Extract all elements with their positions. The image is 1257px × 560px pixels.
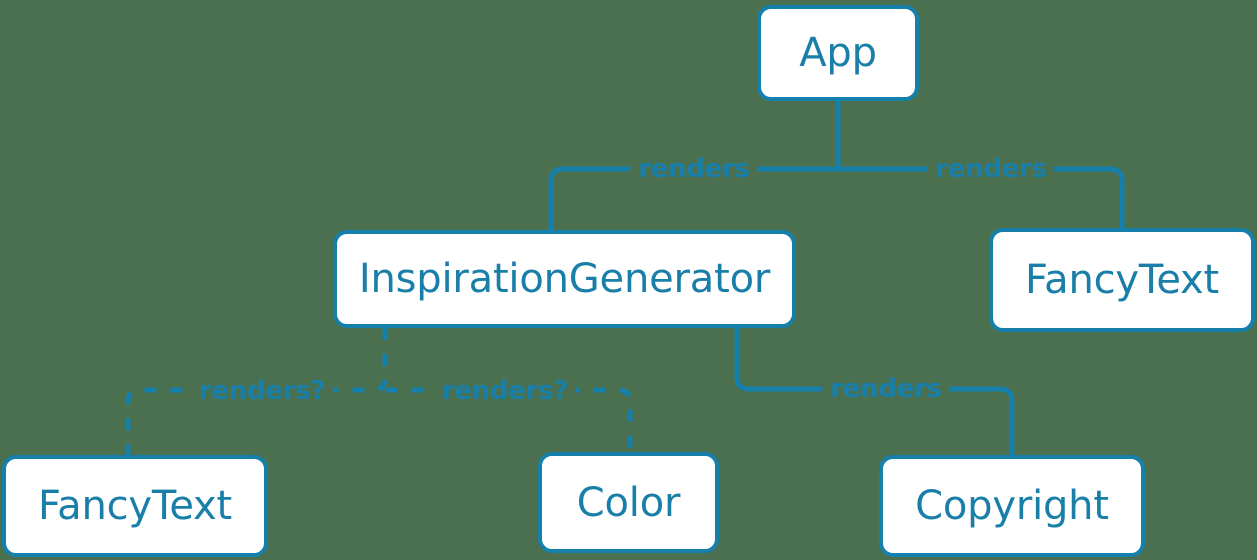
edge-label-app-to-fancytext-right: renders xyxy=(927,154,1055,184)
edge-app-to-fancytext-right xyxy=(835,166,1125,231)
node-inspiration-generator-label: InspirationGenerator xyxy=(358,256,771,302)
node-fancytext-left[interactable]: FancyText xyxy=(2,455,268,557)
edge-label-inspiration-to-color: renders? xyxy=(433,376,577,406)
node-color-label: Color xyxy=(576,479,681,526)
node-app[interactable]: App xyxy=(757,5,919,101)
edge-label-inspiration-to-copyright: renders xyxy=(822,374,950,404)
node-copyright-label: Copyright xyxy=(915,483,1109,529)
node-fancytext-right-label: FancyText xyxy=(1025,257,1219,303)
edge-label-inspiration-to-fancytext-left: renders? xyxy=(190,376,334,406)
edge-app-to-inspiration-generator xyxy=(548,98,841,233)
node-fancytext-left-label: FancyText xyxy=(38,483,232,529)
node-inspiration-generator[interactable]: InspirationGenerator xyxy=(333,230,796,328)
edge-label-app-to-inspiration-generator: renders xyxy=(630,154,758,184)
node-color[interactable]: Color xyxy=(538,452,719,553)
node-app-label: App xyxy=(799,30,877,76)
node-copyright[interactable]: Copyright xyxy=(879,455,1145,557)
node-fancytext-right[interactable]: FancyText xyxy=(989,228,1255,332)
edge-inspiration-to-color xyxy=(385,387,633,452)
